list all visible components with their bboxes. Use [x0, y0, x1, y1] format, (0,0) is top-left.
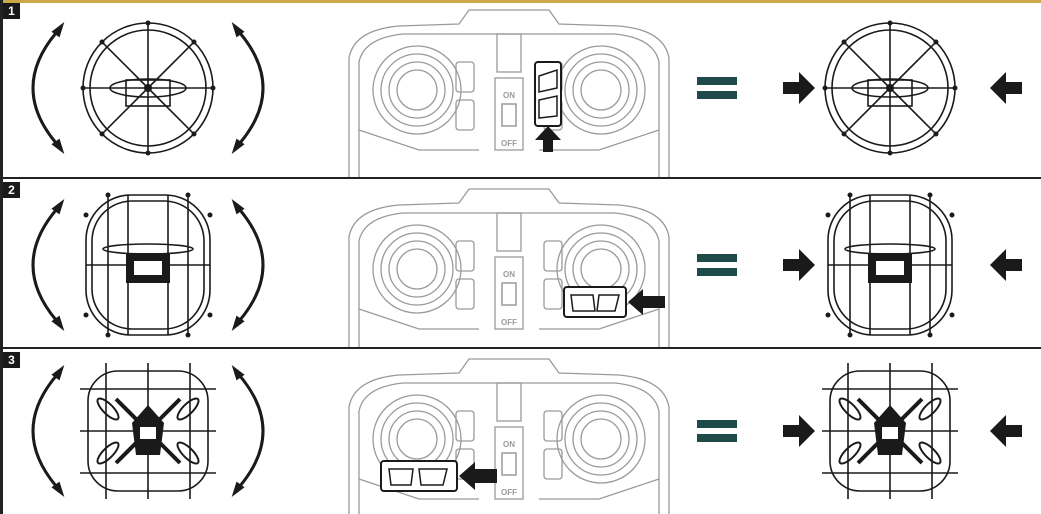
result-drone-icon — [783, 363, 1022, 499]
switch-on-label: ON — [503, 440, 515, 449]
equals-icon — [697, 254, 737, 276]
step-number-badge: 3 — [3, 352, 20, 368]
step-number-badge: 2 — [3, 182, 20, 198]
left-rule — [0, 0, 3, 514]
drone-side-view-icon — [80, 20, 216, 156]
switch-off-label: OFF — [501, 488, 517, 497]
rotation-arrows-icon — [31, 364, 265, 498]
drone-top-view-icon — [80, 363, 216, 499]
step-panel-2: ON OFF 2 — [0, 179, 1041, 349]
equals-icon — [697, 77, 737, 99]
panel-divider — [0, 177, 1041, 179]
step-1-art: ON OFF — [31, 9, 1022, 179]
controller-icon: ON OFF — [348, 9, 670, 179]
top-rule — [0, 0, 1041, 3]
drone-front-view-icon — [83, 192, 213, 338]
result-drone-icon — [783, 20, 1022, 156]
result-drone-icon — [783, 192, 1022, 338]
switch-on-label: ON — [503, 270, 515, 279]
step-panel-3: ON OFF 3 — [0, 349, 1041, 514]
step-number-badge: 1 — [3, 3, 20, 19]
step-panel-1: ON OFF 1 — [0, 0, 1041, 179]
panel-divider — [0, 347, 1041, 349]
switch-on-label: ON — [503, 91, 515, 100]
switch-off-label: OFF — [501, 139, 517, 148]
rotation-arrows-icon — [31, 198, 265, 332]
controller-icon: ON OFF — [348, 358, 670, 514]
controller-icon: ON OFF — [348, 188, 670, 349]
rotation-arrows-icon — [31, 21, 265, 155]
equals-icon — [697, 420, 737, 442]
step-2-art: ON OFF — [31, 188, 1022, 349]
step-3-art: ON OFF — [31, 358, 1022, 514]
switch-off-label: OFF — [501, 318, 517, 327]
